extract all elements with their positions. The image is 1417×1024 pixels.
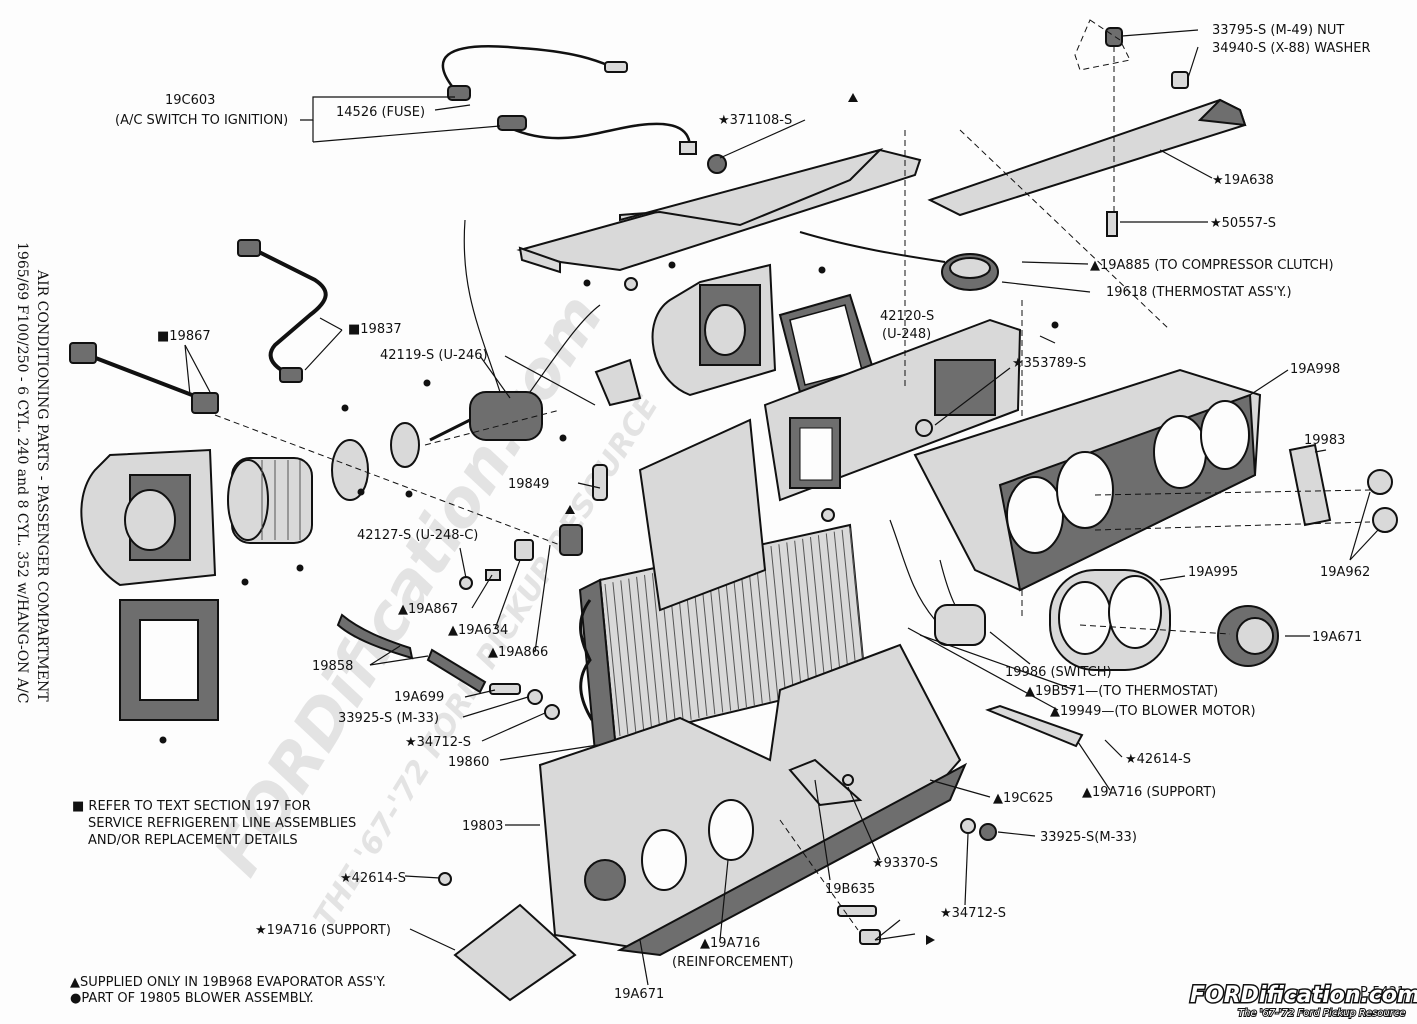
label-42127: 42127-S (U-248-C) xyxy=(357,528,478,543)
blower-housing-left xyxy=(80,448,217,587)
notes: ■ REFER TO TEXT SECTION 197 FOR SERVICE … xyxy=(70,799,386,1006)
label-371108: ★371108-S xyxy=(718,113,792,128)
label-p5421: P-5421 xyxy=(1360,985,1405,1000)
right-top-bracket xyxy=(927,27,1247,237)
label-19a885: ▲19A885 (TO COMPRESSOR CLUTCH) xyxy=(1090,258,1334,273)
side-title-line1: AIR CONDITIONING PARTS - PASSENGER COMPA… xyxy=(34,269,50,702)
refrigerant-lines xyxy=(69,239,328,414)
label-42614-left: ★42614-S xyxy=(340,871,406,886)
cover-plate xyxy=(763,318,1022,502)
label-34712-right: ★34712-S xyxy=(940,906,1006,921)
label-19949: ▲19949—(TO BLOWER MOTOR) xyxy=(1050,704,1256,719)
brand-tagline: The '67-'72 Ford Pickup Resource xyxy=(1238,1008,1406,1019)
note-refer-2: SERVICE REFRIGERENT LINE ASSEMBLIES xyxy=(88,816,356,831)
leader-lines xyxy=(184,29,1379,986)
label-reinforcement: (REINFORCEMENT) xyxy=(672,955,793,970)
label-19a962: 19A962 xyxy=(1320,565,1370,580)
support-left xyxy=(438,872,577,1002)
label-19c625: ▲19C625 xyxy=(993,791,1053,806)
label-33795: 33795-S (M-49) NUT xyxy=(1212,23,1344,38)
label-19a998: 19A998 xyxy=(1290,362,1340,377)
blower-motor xyxy=(429,219,601,442)
label-19618: 19618 (THERMOSTAT ASS'Y.) xyxy=(1106,285,1292,300)
label-19b571: ▲19B571—(TO THERMOSTAT) xyxy=(1025,684,1218,699)
bezel xyxy=(1049,569,1279,671)
drain-hoses xyxy=(336,613,560,720)
markers xyxy=(159,93,1059,945)
label-19c603: 19C603 xyxy=(165,93,215,108)
label-19803: 19803 xyxy=(462,819,503,834)
label-42120-code: (U-248) xyxy=(882,327,931,342)
label-19849: 19849 xyxy=(508,477,549,492)
label-19c603-desc: (A/C SWITCH TO IGNITION) xyxy=(115,113,288,128)
note-refer-1: ■ REFER TO TEXT SECTION 197 FOR xyxy=(72,799,311,814)
label-19983: 19983 xyxy=(1304,433,1345,448)
blower-wheel xyxy=(227,457,313,544)
label-42119: 42119-S (U-246) xyxy=(380,348,488,363)
side-title-line2: 1965/69 F100/250 - 6 CYL. 240 and 8 CYL.… xyxy=(14,242,30,703)
label-19a716-reinforcement: ▲19A716 xyxy=(700,936,760,951)
note-supplied: ▲SUPPLIED ONLY IN 19B968 EVAPORATOR ASS'… xyxy=(70,975,386,990)
label-19a867: ▲19A867 xyxy=(398,602,458,617)
label-42120: 42120-S xyxy=(880,309,934,324)
lower-case xyxy=(538,643,968,957)
brand-logo: FORDification.com The '67-'72 Ford Picku… xyxy=(1189,982,1417,1021)
brand-name: FORDification.com xyxy=(1190,983,1417,1008)
part-labels: 19C603 (A/C SWITCH TO IGNITION) 14526 (F… xyxy=(115,23,1405,1002)
hardware xyxy=(459,154,933,945)
support-right xyxy=(960,704,1084,841)
fuse-wire-assembly xyxy=(441,45,697,155)
label-19a671-right: 19A671 xyxy=(1312,630,1362,645)
label-33925-right: 33925-S(M-33) xyxy=(1040,830,1137,845)
label-19a866: ▲19A866 xyxy=(488,645,548,660)
motor-flanges xyxy=(331,358,642,501)
label-42614-right: ★42614-S xyxy=(1125,752,1191,767)
blower-switch xyxy=(889,519,986,646)
label-14526: 14526 (FUSE) xyxy=(336,105,425,120)
label-19a638: ★19A638 xyxy=(1212,173,1274,188)
label-19837: ■19837 xyxy=(348,322,402,337)
label-19a995: 19A995 xyxy=(1188,565,1238,580)
thermostat xyxy=(799,130,1023,620)
upper-mounting-bracket xyxy=(516,148,922,274)
knob-plate xyxy=(1288,443,1398,533)
label-34940: 34940-S (X-88) WASHER xyxy=(1212,41,1371,56)
label-19860: 19860 xyxy=(448,755,489,770)
label-19a699: 19A699 xyxy=(394,690,444,705)
label-33925-left: 33925-S (M-33) xyxy=(338,711,439,726)
label-19858: 19858 xyxy=(312,659,353,674)
label-34712-left: ★34712-S xyxy=(405,735,471,750)
construction-lines xyxy=(214,129,1371,931)
label-19a716-support-left: ★19A716 (SUPPORT) xyxy=(255,923,391,938)
note-refer-3: AND/OR REPLACEMENT DETAILS xyxy=(88,833,298,848)
side-title: AIR CONDITIONING PARTS - PASSENGER COMPA… xyxy=(14,242,50,703)
label-50557: ★50557-S xyxy=(1210,216,1276,231)
label-19867: ■19867 xyxy=(157,329,211,344)
label-19a716-support-right: ▲19A716 (SUPPORT) xyxy=(1082,785,1216,800)
label-19a634: ▲19A634 xyxy=(448,623,508,638)
label-19a671-bottom: 19A671 xyxy=(614,987,664,1002)
gasket-lower-left xyxy=(119,599,219,721)
label-353789: ★353789-S xyxy=(1012,356,1086,371)
air-baffle xyxy=(638,418,767,612)
label-93370: ★93370-S xyxy=(872,856,938,871)
label-19986: 19986 (SWITCH) xyxy=(1005,665,1112,680)
label-19b635: 19B635 xyxy=(825,882,875,897)
note-part-of: ●PART OF 19805 BLOWER ASSEMBLY. xyxy=(70,991,314,1006)
control-panel-housing xyxy=(913,368,1262,592)
